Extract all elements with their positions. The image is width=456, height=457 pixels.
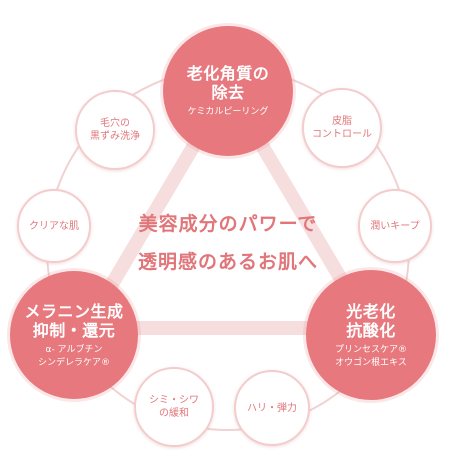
- melanin-title-line1: メラニン生成: [24, 301, 124, 321]
- pores-line2: 黒ずみ洗浄: [90, 131, 140, 142]
- small-circle-sebum: 皮脂 コントロール: [302, 88, 382, 168]
- small-circle-clear-skin: クリアな肌: [17, 189, 91, 263]
- exfoliation-title-line2: 除去: [211, 83, 245, 102]
- main-circle-melanin: メラニン生成 抑制・還元 α- アルブチン シンデレラケア®: [10, 271, 138, 399]
- exfoliation-sub: ケミカルピーリング: [187, 107, 269, 117]
- center-triangle: [79, 81, 377, 335]
- small-circle-pores: 毛穴の 黒ずみ洗浄: [75, 90, 155, 170]
- antioxidant-sub-line2: オウゴン根エキス: [335, 357, 407, 368]
- main-circle-antioxidant: 光老化 抗酸化 プリンセスケア® オウゴン根エキス: [306, 270, 436, 400]
- exfoliation-title-line1: 老化角質の: [186, 64, 270, 83]
- antioxidant-title-line1: 光老化: [346, 301, 396, 321]
- firmness-line1: ハリ・弾力: [247, 402, 297, 414]
- small-circle-spots: シミ・シワ の緩和: [134, 367, 214, 447]
- center-headline-line2: 透明感のあるお肌へ: [137, 251, 318, 273]
- pores-line1: 毛穴の: [100, 118, 130, 129]
- melanin-sub-line1: α- アルブチン: [45, 344, 103, 355]
- antioxidant-title-line2: 抗酸化: [346, 320, 396, 340]
- antioxidant-sub-line1: プリンセスケア®: [334, 344, 407, 355]
- center-headline-line1: 美容成分のパワーで: [138, 213, 318, 235]
- spots-line2: の緩和: [159, 408, 189, 419]
- melanin-sub-line2: シンデレラケア®: [37, 357, 110, 368]
- clear-skin-line1: クリアな肌: [29, 220, 79, 232]
- main-circle-exfoliation: 老化角質の 除去 ケミカルピーリング: [163, 26, 293, 156]
- sebum-line2: コントロール: [312, 129, 372, 140]
- sebum-line1: 皮脂: [332, 116, 352, 127]
- melanin-title-line2: 抑制・還元: [32, 320, 116, 340]
- small-circle-firmness: ハリ・弾力: [234, 370, 310, 446]
- small-circle-moisture: 潤いキープ: [358, 189, 432, 263]
- spots-line1: シミ・シワ: [149, 395, 199, 406]
- moisture-line1: 潤いキープ: [370, 220, 420, 232]
